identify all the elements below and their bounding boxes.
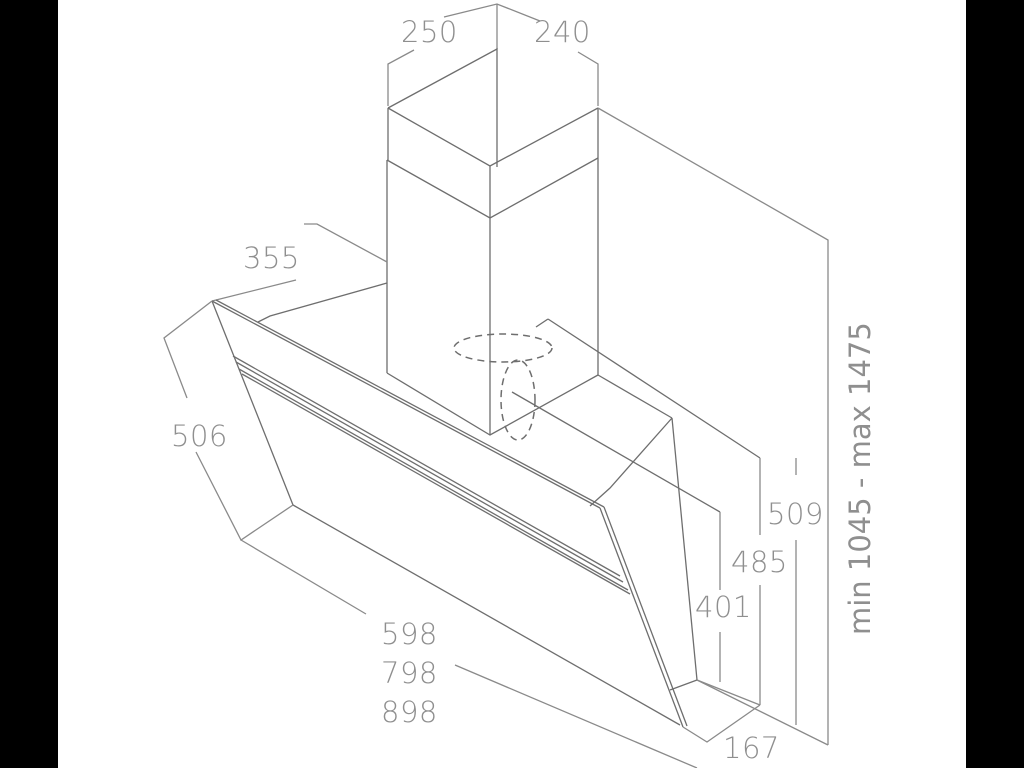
chimney-dimension-lines: [387, 3, 599, 106]
dimension-898: 898: [381, 695, 438, 729]
dimension-401: 401: [695, 590, 752, 624]
dimension-250: 250: [401, 15, 458, 49]
depth-dimension-lines: [597, 107, 829, 746]
hood-dimension-drawing: [163, 3, 829, 768]
hood-top-panel: [211, 282, 761, 513]
dimension-598: 598: [381, 617, 438, 651]
dimension-509: 509: [767, 497, 824, 531]
dimension-355: 355: [243, 241, 300, 275]
front-height-dimension: [163, 300, 698, 768]
top-depth-dimension: [211, 223, 388, 302]
chimney-lower: [386, 157, 599, 436]
dimension-506: 506: [171, 419, 228, 453]
duct-outlet-dashed: [453, 333, 553, 441]
hood-front-panel: [211, 300, 698, 728]
dimension-240: 240: [534, 15, 591, 49]
drawing-canvas: 250 240 355 506 598 798 898 509 485 401 …: [58, 0, 966, 768]
dimension-167: 167: [723, 731, 780, 765]
dimension-485: 485: [731, 545, 788, 579]
dimension-total-height: min 1045 - max 1475: [843, 322, 877, 635]
chimney-upper: [387, 47, 599, 218]
dimension-798: 798: [381, 656, 438, 690]
